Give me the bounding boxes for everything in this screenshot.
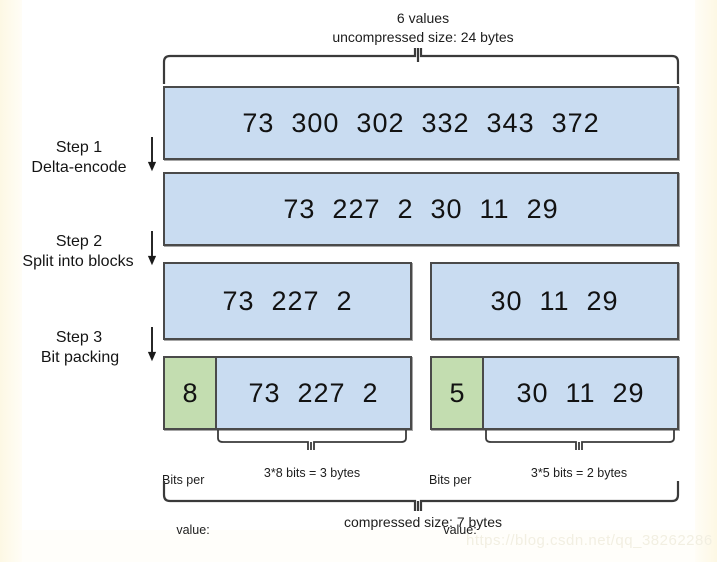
block-1-values-text: 73 227 2 bbox=[222, 285, 353, 316]
block-2-values-text: 30 11 29 bbox=[490, 285, 619, 316]
packed-block-2-bits-header: 5 bbox=[432, 358, 484, 428]
step-2-number: Step 2 bbox=[55, 233, 103, 250]
step-2-name: Split into blocks bbox=[22, 253, 134, 270]
block-1-box: 73 227 2 bbox=[163, 262, 412, 340]
uncompressed-caption-line2: uncompressed size: 24 bytes bbox=[332, 29, 514, 45]
packed-block-1: 8 73 227 2 bbox=[163, 356, 412, 430]
packed-block-2: 5 30 11 29 bbox=[430, 356, 679, 430]
page-edge-right bbox=[695, 0, 717, 562]
packed-block-1-values-text: 73 227 2 bbox=[217, 358, 410, 428]
bits-per-value-right-line2: value: bbox=[443, 523, 477, 538]
bottom-size-bracket bbox=[162, 481, 680, 511]
delta-encoded-values-text: 73 227 2 30 11 29 bbox=[283, 193, 559, 224]
step-1-number: Step 1 bbox=[55, 139, 103, 156]
bits-per-value-annotation-left: Bits per value: 1 byte bbox=[162, 438, 224, 562]
top-size-bracket bbox=[162, 48, 680, 84]
bits-per-value-right-line1: Bits per bbox=[429, 472, 472, 487]
bits-per-value-annotation-right: Bits per value: 1 byte bbox=[429, 438, 491, 562]
step-1-arrow-icon bbox=[147, 137, 157, 172]
step-3-number: Step 3 bbox=[55, 329, 103, 346]
delta-encoded-box: 73 227 2 30 11 29 bbox=[163, 172, 679, 246]
packed-size-bracket-left bbox=[217, 430, 407, 450]
watermark-text: https://blog.csdn.net/qq_38262286 bbox=[466, 532, 713, 549]
step-3-arrow-icon bbox=[147, 327, 157, 362]
original-values-box: 73 300 302 332 343 372 bbox=[163, 86, 679, 160]
packed-size-bracket-right bbox=[485, 430, 675, 450]
packed-block-2-values-text: 30 11 29 bbox=[484, 358, 677, 428]
step-3-name: Bit packing bbox=[40, 349, 120, 366]
bits-per-value-left-line1: Bits per bbox=[162, 472, 205, 487]
page-edge-left bbox=[0, 0, 22, 562]
packed-block-1-bits-header: 8 bbox=[165, 358, 217, 428]
uncompressed-caption-line1: 6 values bbox=[396, 10, 450, 26]
packed-size-label-right: 3*5 bits = 2 bytes bbox=[530, 466, 628, 480]
step-2-arrow-icon bbox=[147, 231, 157, 266]
block-2-box: 30 11 29 bbox=[430, 262, 679, 340]
original-values-text: 73 300 302 332 343 372 bbox=[242, 107, 600, 138]
step-1-name: Delta-encode bbox=[31, 159, 127, 176]
bits-per-value-left-line2: value: bbox=[176, 523, 210, 538]
packed-size-label-left: 3*8 bits = 3 bytes bbox=[263, 466, 361, 480]
compressed-size-caption: compressed size: 7 bytes bbox=[344, 514, 502, 530]
